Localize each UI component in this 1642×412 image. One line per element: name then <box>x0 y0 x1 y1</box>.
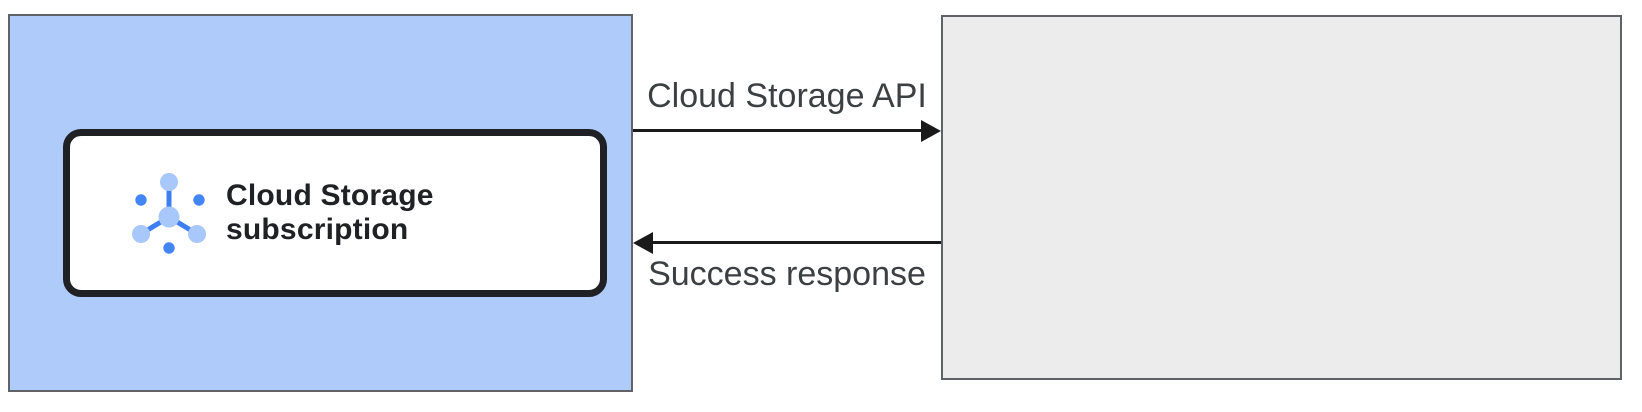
cloud-storage-subscription-node: Cloud Storage subscription <box>63 129 607 297</box>
request-arrow-line <box>633 129 925 132</box>
bucket-group-container: Cloud Storage bucket <box>941 15 1622 380</box>
response-arrow-label: Success response <box>648 255 926 293</box>
response-arrow-line <box>651 241 941 244</box>
subscription-label-line2: subscription <box>226 213 409 246</box>
subscription-group-container: Cloud Storage subscription <box>8 14 633 392</box>
subscription-label-line1: Cloud Storage <box>226 179 434 212</box>
response-arrowhead-left-icon <box>633 232 653 254</box>
request-arrow-label: Cloud Storage API <box>647 77 927 115</box>
request-arrowhead-right-icon <box>921 120 941 142</box>
subscription-node-label: Cloud Storage subscription <box>226 179 434 247</box>
pubsub-subscription-icon <box>132 172 206 254</box>
